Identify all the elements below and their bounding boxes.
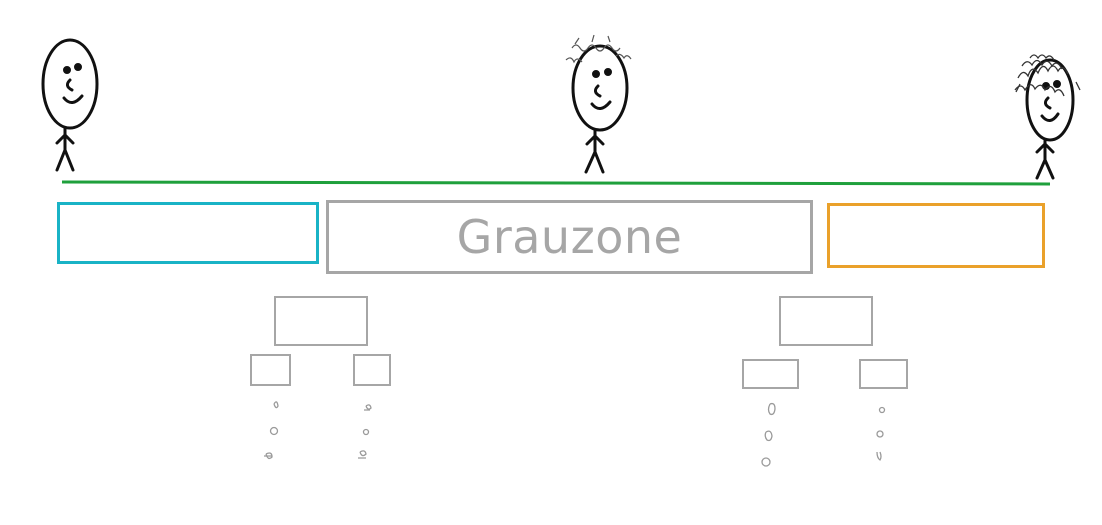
small-marks (264, 401, 886, 467)
person-left-icon (41, 38, 99, 172)
right-tree-parent-box (779, 296, 873, 346)
left-tree-child-box-2 (353, 354, 391, 386)
person-right-icon (1025, 58, 1075, 180)
hair-scribble-right (1014, 54, 1081, 97)
left-box (57, 202, 319, 264)
spectrum-line (61, 180, 1051, 186)
right-tree-child-box-2 (859, 359, 908, 389)
grauzone-box: Grauzone (326, 200, 813, 274)
right-box (827, 203, 1045, 268)
hair-scribble-middle (565, 34, 632, 64)
left-tree-child-box-1 (250, 354, 291, 386)
left-tree-parent-box (274, 296, 368, 346)
right-tree-child-box-1 (742, 359, 799, 389)
person-middle-icon (571, 44, 629, 174)
grauzone-label: Grauzone (456, 210, 683, 264)
